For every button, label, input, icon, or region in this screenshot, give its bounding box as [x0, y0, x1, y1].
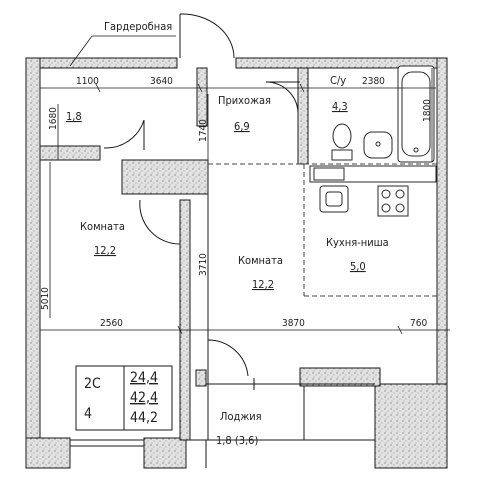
dim-5010: 5010 [40, 287, 51, 310]
summary-total-with-loggia: 44,2 [130, 410, 158, 426]
door-room1 [139, 199, 181, 245]
summary-living-area: 24,4 [130, 370, 158, 386]
hall-area: 6,9 [234, 120, 250, 133]
wall-left [25, 57, 41, 444]
dim-3870: 3870 [282, 318, 305, 329]
dim-1100: 1100 [76, 76, 99, 87]
door-entrance [179, 13, 235, 59]
summary-table [75, 365, 173, 431]
walls [25, 57, 448, 469]
wall-bottom-mid [143, 437, 187, 469]
kitchen-name: Кухня-ниша [326, 236, 389, 249]
loggia-area: 1,8 (3,6) [216, 434, 258, 447]
wall-top-left [25, 57, 178, 69]
door-wardrobe [103, 119, 145, 150]
dim-3640: 3640 [150, 76, 173, 87]
door-bath [265, 81, 300, 113]
hall-name: Прихожая [218, 94, 271, 107]
room2-name: Комната [238, 254, 283, 267]
room2-area: 12,2 [252, 278, 274, 291]
wall-bath-left [297, 67, 309, 165]
summary-total-area: 42,4 [130, 390, 158, 406]
doors [103, 13, 300, 384]
kitchen-fixtures [309, 165, 437, 217]
wall-room1-top [121, 159, 209, 195]
dim-2380: 2380 [362, 76, 385, 87]
dimension-lines [40, 68, 450, 335]
bath-name: С/у [330, 74, 346, 87]
kitchen-area: 5,0 [350, 260, 366, 273]
summary-floor: 4 [84, 406, 92, 422]
toilet [332, 123, 352, 149]
wall-loggia-small [195, 369, 207, 387]
dim-1800: 1800 [422, 99, 433, 122]
stove [377, 185, 409, 217]
wall-wardrobe-right [196, 67, 208, 127]
wall-bottom-left [25, 437, 71, 469]
dim-3710: 3710 [198, 253, 209, 276]
dim-2560: 2560 [100, 318, 123, 329]
wall-room1-room2 [179, 199, 191, 441]
wardrobe-area: 1,8 [66, 110, 82, 123]
room1-area: 12,2 [94, 244, 116, 257]
wardrobe-leader [69, 35, 176, 67]
wall-loggia-top [299, 367, 381, 387]
kitchen-niche-outline [208, 163, 437, 297]
bath-fixtures [331, 65, 435, 163]
dim-1680: 1680 [48, 107, 59, 130]
wall-wardrobe-bottom [39, 145, 101, 161]
summary-type: 2С [84, 376, 101, 392]
door-loggia [207, 339, 249, 384]
dim-1740: 1740 [198, 119, 209, 142]
room1-name: Комната [80, 220, 125, 233]
dim-760: 760 [410, 318, 427, 329]
loggia-name: Лоджия [220, 410, 262, 423]
wall-bottom-right [374, 383, 448, 469]
wardrobe-callout: Гардеробная [104, 20, 172, 33]
bath-area: 4,3 [332, 100, 348, 113]
